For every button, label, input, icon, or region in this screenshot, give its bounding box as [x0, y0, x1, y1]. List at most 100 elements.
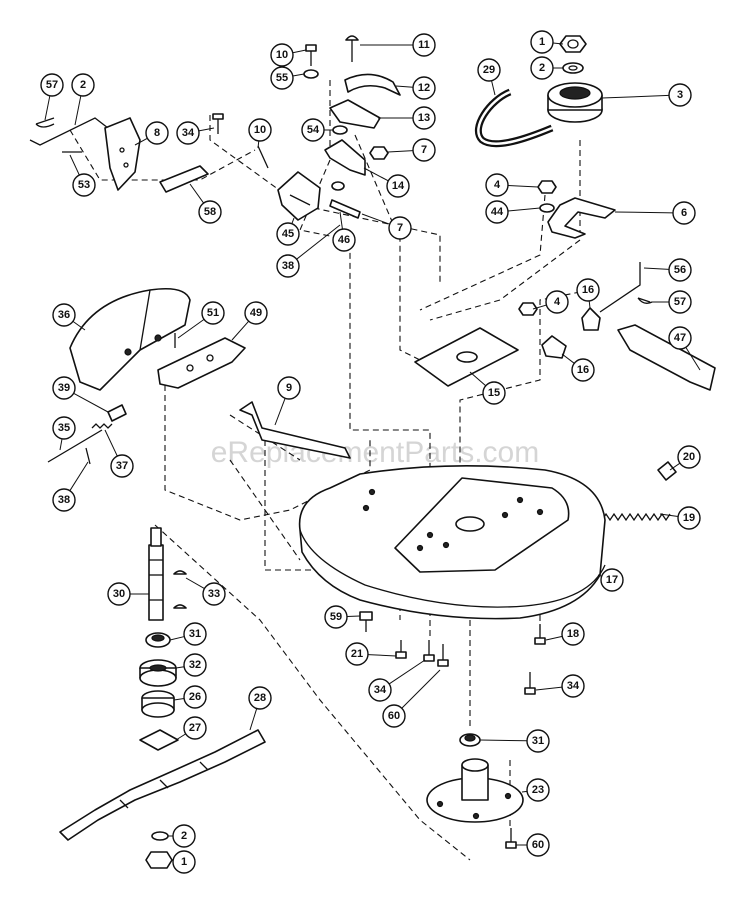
part-bolt-18: [534, 624, 546, 645]
callout-37: 37: [110, 454, 134, 478]
callout-label: 34: [182, 127, 195, 139]
callout-label: 33: [208, 588, 220, 600]
leader-line: [274, 398, 286, 426]
callout-label: 60: [388, 710, 400, 722]
leader-line: [69, 154, 80, 176]
part-bearing-31-left: [145, 632, 171, 648]
leader-line: [561, 353, 575, 364]
callout-4: 4: [485, 173, 509, 197]
leader-line: [177, 318, 205, 339]
leader-line: [479, 739, 528, 742]
callout-38: 38: [276, 254, 300, 278]
callout-10: 10: [270, 43, 294, 67]
callout-13: 13: [412, 106, 436, 130]
callout-38: 38: [52, 488, 76, 512]
leader-line: [521, 790, 528, 793]
part-plate-27: [139, 729, 179, 751]
callout-47: 47: [668, 326, 692, 350]
part-washer-2: [562, 62, 584, 74]
part-spacer-39: [107, 404, 127, 422]
part-nut-1: [559, 35, 587, 53]
part-bracket-6: [547, 197, 616, 239]
callout-18: 18: [561, 622, 585, 646]
callout-label: 10: [276, 49, 288, 61]
watermark-text: eReplacementParts.com: [211, 436, 539, 469]
part-rod-2: [29, 117, 109, 146]
callout-45: 45: [276, 222, 300, 246]
callout-34: 34: [368, 678, 392, 702]
callout-label: 3: [677, 89, 683, 101]
leader-line: [507, 185, 539, 188]
leader-line: [69, 461, 89, 491]
part-bracket-9: [239, 401, 351, 459]
part-chute-cover-36: [69, 287, 191, 391]
callout-51: 51: [201, 301, 225, 325]
callout-1: 1: [530, 30, 554, 54]
callout-label: 17: [606, 574, 618, 586]
part-bolt-60-bottom: [505, 828, 517, 849]
part-hinge-49: [157, 337, 246, 389]
callout-27: 27: [183, 716, 207, 740]
callout-label: 26: [189, 691, 201, 703]
part-bolt-34-deck: [423, 640, 435, 662]
part-strap-46: [329, 199, 361, 219]
callout-60: 60: [382, 704, 406, 728]
callout-16: 16: [571, 358, 595, 382]
callout-label: 57: [46, 79, 58, 91]
leader-line: [685, 347, 701, 371]
part-bolt-34-right: [524, 672, 536, 695]
leader-line: [134, 137, 148, 146]
leader-line: [175, 666, 185, 669]
callout-label: 14: [392, 180, 405, 192]
callout-label: 30: [113, 588, 125, 600]
leader-line: [469, 371, 487, 387]
part-bracket-8: [104, 117, 141, 191]
leader-line: [643, 267, 670, 270]
leader-line: [588, 300, 591, 309]
callout-label: 4: [554, 296, 561, 308]
callout-label: 29: [483, 64, 495, 76]
callout-28: 28: [248, 686, 272, 710]
callout-label: 2: [181, 830, 187, 842]
callout-label: 2: [539, 62, 545, 74]
part-bracket-45: [277, 171, 321, 221]
part-rod-56: [599, 262, 641, 313]
callout-39: 39: [52, 376, 76, 400]
leader-line: [535, 686, 563, 691]
leader-line: [72, 320, 86, 331]
leader-line: [292, 49, 307, 54]
callout-label: 7: [421, 144, 427, 156]
leader-line: [401, 669, 441, 709]
callout-label: 9: [286, 382, 292, 394]
leader-line: [169, 636, 185, 641]
callout-label: 34: [374, 684, 387, 696]
callout-label: 38: [58, 494, 70, 506]
callout-12: 12: [412, 76, 436, 100]
callout-10: 10: [248, 118, 272, 142]
callout-label: 46: [338, 234, 350, 246]
leader-line: [346, 615, 361, 618]
part-bolt-21: [395, 640, 407, 659]
part-bracket-14: [324, 139, 366, 191]
callout-label: 27: [189, 722, 201, 734]
callout-7: 7: [412, 138, 436, 162]
leader-line: [73, 392, 109, 413]
callout-2: 2: [172, 824, 196, 848]
callout-label: 31: [189, 628, 201, 640]
leader-line: [532, 304, 547, 310]
callout-21: 21: [345, 642, 369, 666]
part-hairpin-57-right: [637, 297, 653, 304]
part-clip-20: [657, 461, 677, 481]
leader-line: [44, 95, 51, 121]
part-nut-4: [537, 180, 557, 194]
callout-8: 8: [145, 121, 169, 145]
part-spindle-housing-23: [426, 758, 524, 823]
callout-31: 31: [183, 622, 207, 646]
callout-label: 12: [418, 82, 430, 94]
callout-label: 15: [488, 387, 500, 399]
leader-line: [659, 513, 679, 517]
callout-label: 19: [683, 512, 695, 524]
callout-29: 29: [477, 58, 501, 82]
